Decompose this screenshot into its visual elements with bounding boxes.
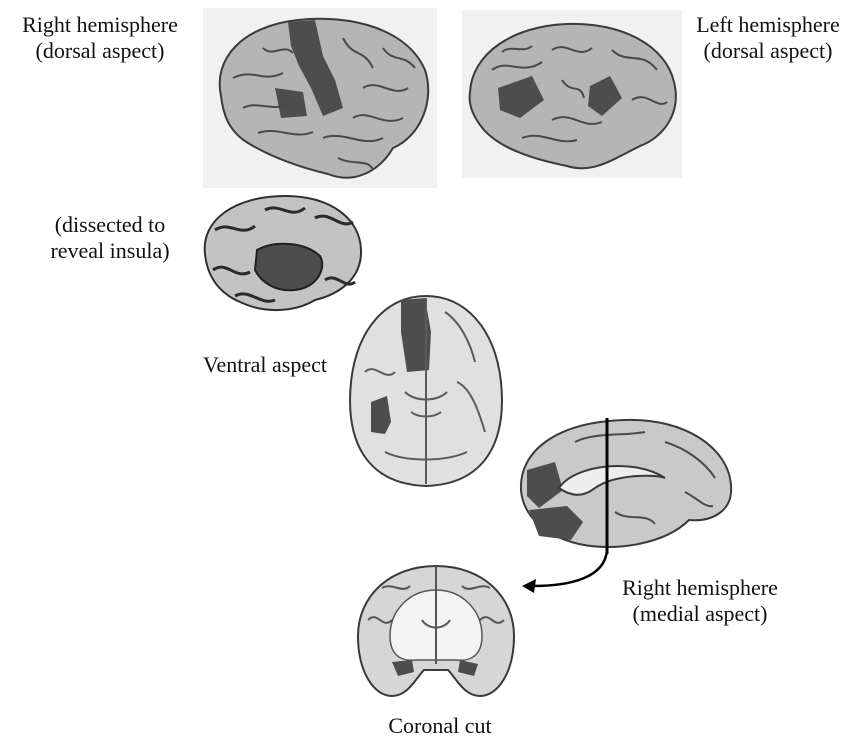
left-hemisphere-dorsal-view — [462, 10, 682, 178]
label-line: (medial aspect) — [590, 601, 810, 627]
label-line: (dorsal aspect) — [0, 38, 200, 64]
medial-view — [515, 412, 737, 560]
label-line: (dorsal aspect) — [680, 38, 856, 64]
arrowhead — [522, 579, 536, 593]
label-line: Left hemisphere — [680, 12, 856, 38]
label-line: Right hemisphere — [0, 12, 200, 38]
label-line: Ventral aspect — [180, 352, 350, 378]
label-line: (dissected to — [20, 212, 200, 238]
arrow-to-coronal — [510, 540, 620, 600]
label-insula: (dissected to reveal insula) — [20, 212, 200, 264]
label-right-hemisphere-medial: Right hemisphere (medial aspect) — [590, 575, 810, 627]
right-hemisphere-dorsal-view — [203, 8, 437, 188]
label-left-hemisphere-dorsal: Left hemisphere (dorsal aspect) — [680, 12, 856, 64]
label-coronal-cut: Coronal cut — [355, 713, 525, 739]
label-ventral-aspect: Ventral aspect — [180, 352, 350, 378]
label-line: reveal insula) — [20, 238, 200, 264]
arrow-path — [532, 550, 607, 586]
coronal-cut-view — [352, 560, 520, 700]
label-line: Right hemisphere — [590, 575, 810, 601]
ventral-view — [345, 292, 507, 490]
label-line: Coronal cut — [355, 713, 525, 739]
insula-highlight — [255, 244, 322, 291]
insula-dissected-view — [195, 190, 367, 315]
label-right-hemisphere-dorsal: Right hemisphere (dorsal aspect) — [0, 12, 200, 64]
